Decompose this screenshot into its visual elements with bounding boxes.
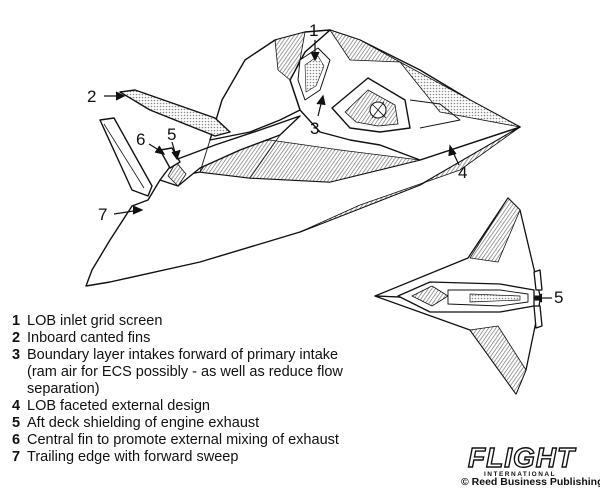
logo-wordmark: FLIGHT (468, 442, 577, 473)
wingtip-fin (99, 117, 153, 197)
legend-number: 5 (12, 415, 21, 431)
legend-text: LOB faceted external design (27, 398, 210, 414)
legend-number: 3 (12, 347, 21, 363)
legend-number: 1 (12, 313, 21, 329)
main-aircraft-view (85, 29, 521, 287)
copyright-credit: © Reed Business Publishing (461, 476, 600, 488)
legend-text: Inboard canted fins (27, 330, 151, 346)
inboard-canted-fin (119, 89, 231, 137)
plan-view-aircraft (374, 197, 543, 395)
legend-text: Central fin to promote external mixing o… (27, 432, 339, 448)
legend-text: Boundary layer intakes forward of primar… (27, 347, 343, 397)
legend-number: 4 (12, 398, 21, 414)
legend-text: LOB inlet grid screen (27, 313, 163, 329)
flight-logo: FLIGHT INTERNATIONAL (467, 441, 577, 478)
legend-item: 7 Trailing edge with forward sweep (12, 449, 362, 466)
callout-number: 3 (310, 119, 320, 138)
callout-number: 4 (458, 163, 468, 182)
logo-subtitle: INTERNATIONAL (484, 471, 556, 478)
legend-item: 2 Inboard canted fins (12, 330, 362, 347)
legend-text: Trailing edge with forward sweep (27, 449, 239, 465)
callout-number: 5 (167, 125, 177, 144)
callout-number: 7 (98, 205, 108, 224)
callout-number: 1 (309, 21, 319, 40)
legend-text: Aft deck shielding of engine exhaust (27, 415, 260, 431)
legend-list: 1 LOB inlet grid screen 2 Inboard canted f… (12, 313, 362, 466)
legend-number: 6 (12, 432, 21, 448)
callout-number: 2 (87, 87, 97, 106)
legend-item: 1 LOB inlet grid screen (12, 313, 362, 330)
legend-item: 3 Boundary layer intakes forward of prima… (12, 347, 362, 398)
legend-number: 2 (12, 330, 21, 346)
legend-item: 6 Central fin to promote external mixing … (12, 432, 362, 449)
legend-item: 5 Aft deck shielding of engine exhaust (12, 415, 362, 432)
legend-item: 4 LOB faceted external design (12, 398, 362, 415)
legend-number: 7 (12, 449, 21, 465)
leading-edge-shade (299, 126, 521, 233)
callout-number: 5 (554, 288, 564, 307)
callout-number: 6 (136, 130, 146, 149)
aft-deck (159, 115, 301, 187)
